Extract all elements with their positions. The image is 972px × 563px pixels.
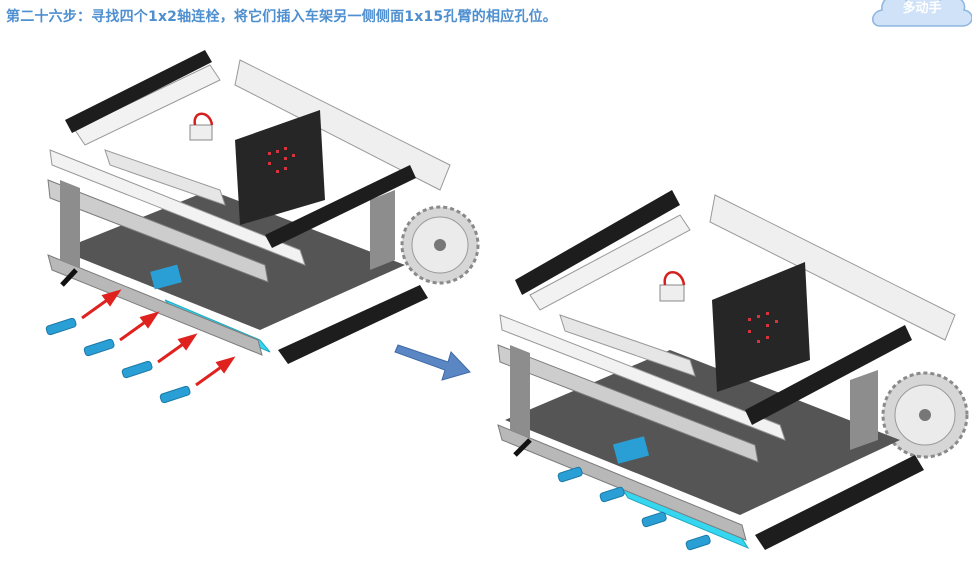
beam-white-front-right — [499, 314, 786, 441]
connector-white-right — [659, 284, 685, 302]
pin-3 — [121, 360, 153, 379]
beam-black-bottom-left — [278, 285, 428, 364]
axle-black-right — [513, 438, 532, 457]
frame-side-right — [370, 190, 395, 270]
guide-arrows — [81, 289, 236, 387]
assembly-before — [47, 50, 480, 364]
frame-side-left — [60, 180, 80, 268]
brick-blue-right — [612, 436, 650, 464]
gear-right — [881, 371, 969, 459]
gear-left — [400, 205, 480, 285]
beam-white-front-left — [49, 149, 306, 266]
motor-block-right — [559, 314, 696, 377]
pin-1 — [45, 317, 77, 336]
wire-red-left — [193, 112, 214, 126]
beam-black-bottom-right — [755, 455, 924, 550]
beam-black-top-right — [265, 165, 416, 248]
beam-black-top-right-a — [515, 190, 680, 295]
beam-black-top-left — [65, 50, 212, 133]
beam-white-back-right — [709, 194, 956, 341]
led-matrix-left — [268, 147, 295, 173]
pin-inserted-3 — [641, 511, 667, 528]
pin-4 — [159, 385, 191, 404]
pin-inserted-1 — [557, 466, 583, 483]
beam-white-cross-right — [529, 214, 691, 311]
beam-grey-front-low-right — [497, 424, 747, 541]
cloud-shape — [872, 0, 972, 27]
pins-loose — [45, 317, 191, 404]
beam-grey-front-mid-right — [497, 344, 759, 463]
brick-blue-left — [150, 264, 182, 290]
cloud-badge — [872, 0, 972, 27]
controller-board-right — [712, 262, 810, 392]
beam-black-top-right-b — [745, 325, 912, 425]
beam-white-cross-left — [74, 64, 221, 146]
pin-inserted-2 — [599, 486, 625, 503]
pins-inserted — [557, 466, 711, 551]
frame-side-right-b — [850, 370, 878, 450]
led-matrix-right — [748, 312, 778, 343]
connector-white-left — [189, 124, 213, 141]
cloud-badge-label: 多动手 — [902, 1, 942, 16]
controller-board-left — [235, 110, 325, 225]
pin-inserted-4 — [685, 534, 711, 551]
transition-arrow — [394, 344, 471, 381]
beam-grey-front-low-left — [47, 254, 263, 356]
motor-block-left — [104, 149, 226, 206]
assembly-after — [497, 190, 969, 551]
frame-side-right-a — [510, 345, 530, 438]
step-instruction: 第二十六步：寻找四个1x2轴连栓，将它们插入车架另一侧侧面1x15孔臂的相应孔位… — [6, 9, 557, 25]
wire-red-right — [663, 271, 686, 286]
pin-2 — [83, 338, 115, 357]
axle-black-left — [60, 268, 78, 287]
beam-white-back-left — [234, 59, 451, 191]
beam-grey-front-mid-left — [47, 179, 269, 283]
